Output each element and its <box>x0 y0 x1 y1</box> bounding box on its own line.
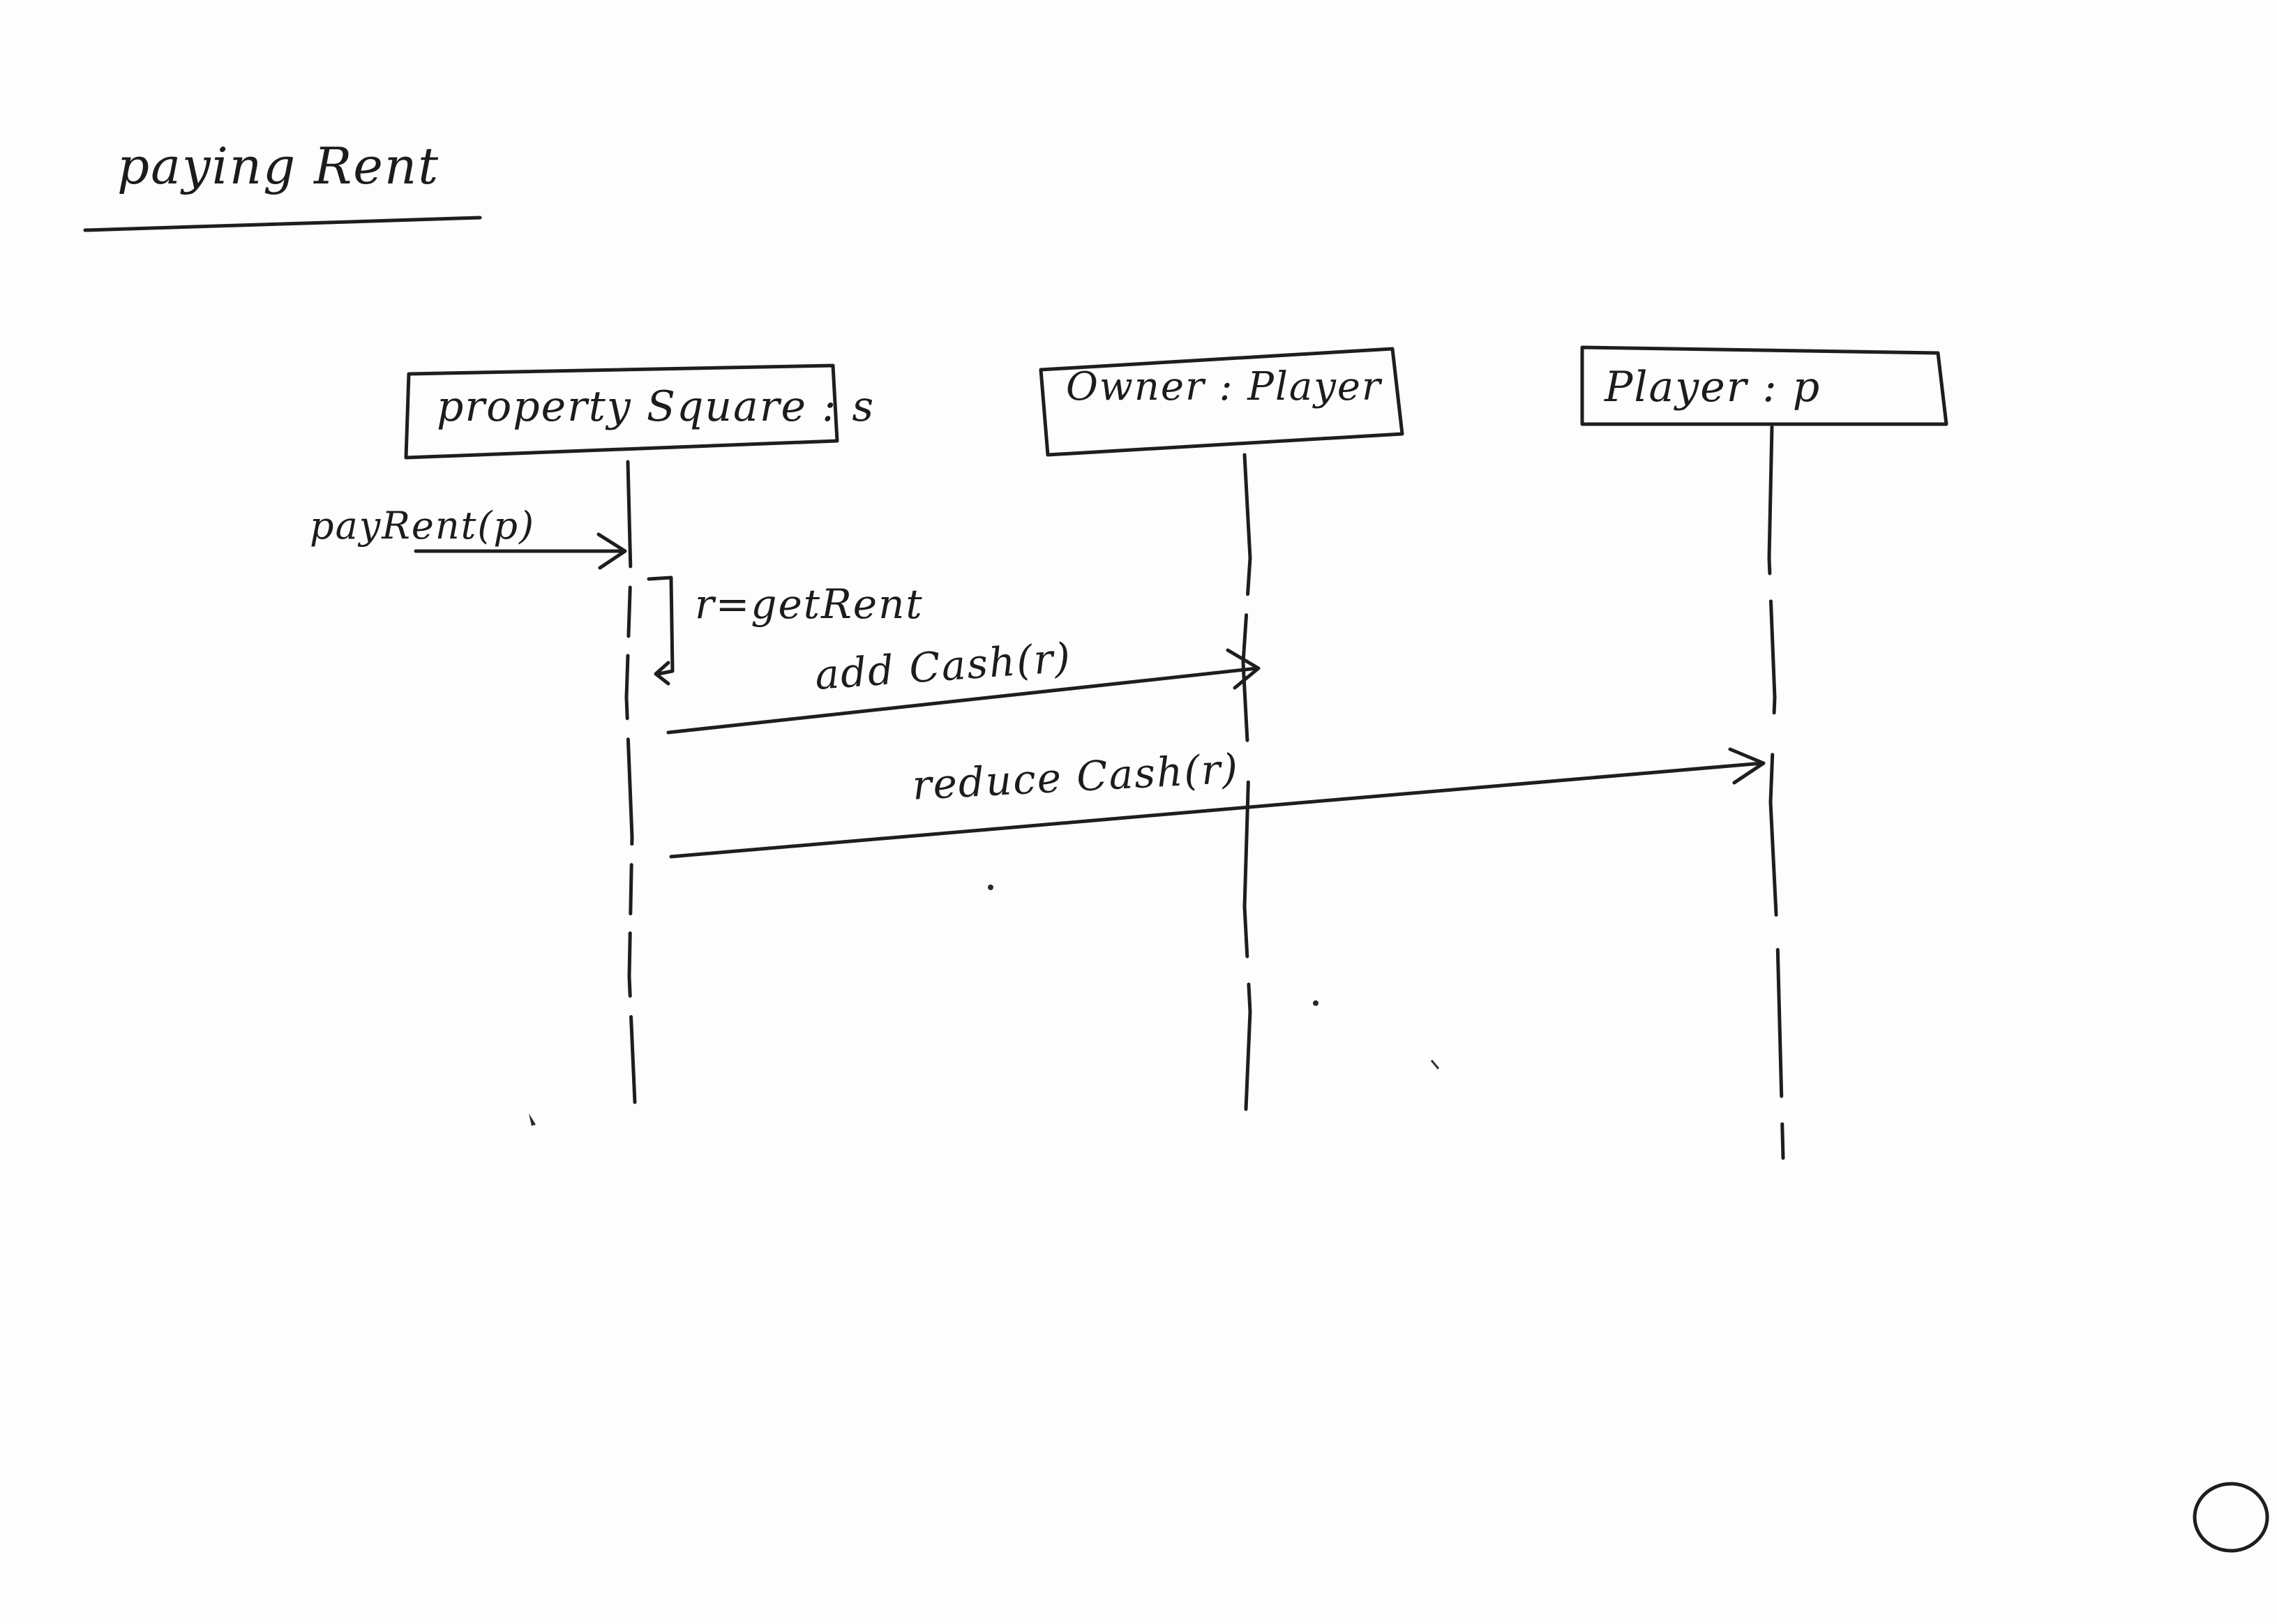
lifeline-box-player <box>1580 345 1948 426</box>
arrowhead-payrent <box>596 532 627 570</box>
lifeline-box-owner <box>1039 347 1404 457</box>
message-label-getrent: r=getRent <box>695 580 924 628</box>
corner-circle-mark <box>2193 1482 2269 1553</box>
lifeline-label-property-square: property Square : s <box>437 382 876 431</box>
lifeline-box-property-square <box>404 363 839 460</box>
stray-marks <box>529 885 1440 1126</box>
diagram-title: paying Rent <box>117 137 440 195</box>
message-label-payrent: payRent(p) <box>310 504 536 548</box>
self-call-arrowhead <box>654 661 670 686</box>
lifeline-player <box>1767 425 1785 1160</box>
lifeline-label-owner: Owner : Player <box>1066 364 1382 409</box>
lifeline-label-player: Player : p <box>1605 363 1821 412</box>
self-call-bracket <box>647 576 675 676</box>
arrowhead-addcash <box>1226 648 1261 690</box>
arrowhead-reducecash <box>1728 747 1766 785</box>
lifeline-owner <box>1241 453 1252 1111</box>
title-underline <box>83 216 482 232</box>
message-arrow-reducecash <box>669 761 1764 859</box>
message-arrow-addcash <box>666 666 1259 735</box>
corner-mark-text: © <box>2171 1491 2221 1549</box>
lifeline-property-square <box>624 460 637 1104</box>
